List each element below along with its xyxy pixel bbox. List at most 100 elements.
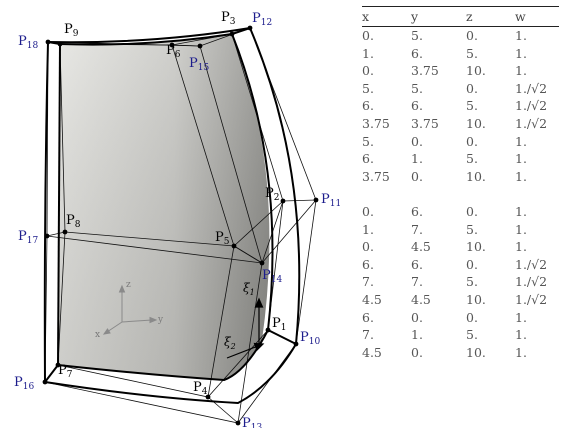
cell-x: 0. [362,239,374,255]
cell-x: 4.5 [362,291,382,307]
table-row: 1.7.5.1. [362,221,559,239]
point-dot-p16 [42,379,48,385]
point-dot-p13 [235,420,241,426]
table-row: 6.1.5.1. [362,150,559,168]
cell-y: 0. [411,168,423,184]
table-row: 6.6.0.1./√2 [362,256,559,274]
label-p7: P7 [58,363,73,380]
table-row: 7. 1. 5. 1. [362,326,559,344]
cell-y: 0. [411,309,423,325]
label-p6: P6 [166,43,181,60]
cell-w: 1. [515,45,527,61]
cell-x: 7. [362,274,374,290]
cell-x: 6. [362,256,374,272]
cell-y: 5. [411,28,423,43]
cell-y: 4.5 [411,291,431,307]
cell-y: 3.75 [411,115,439,131]
volume-edges [43,27,301,405]
label-p14: P14 [262,268,282,285]
table-row: 5. 0. 0. 1. [362,133,559,151]
cell-x: 1. [362,45,374,61]
cell-x: 5. [362,133,374,149]
table-row: 6.6.5.1./√2 [362,97,559,115]
cell-z: 0. [466,256,478,272]
point-dot-p14 [259,260,265,266]
cell-w: 1. [515,203,527,219]
cell-w: 1./√2 [515,291,548,307]
point-dot-p2 [280,198,286,204]
cell-y: 4.5 [411,239,431,255]
cell-x: 6. [362,309,374,325]
point-dot-p12 [247,25,253,31]
point-dot-p6 [169,42,175,48]
cell-x: 7. [362,327,374,343]
cell-z: 0. [466,28,478,43]
axis-label-y: y [157,315,164,325]
cell-z: 0. [466,309,478,325]
cell-x: 3.75 [362,168,390,184]
cell-z: 0. [466,80,478,96]
table-row: 6. 0. 0. 1. [362,309,559,327]
cell-w: 1. [515,28,527,43]
control-point-dots [42,25,319,426]
label-p11: P11 [321,192,341,209]
cell-y: 3.75 [411,63,439,79]
cell-w: 1./√2 [515,274,548,290]
label-p17: P17 [18,229,38,246]
cell-y: 6. [411,45,423,61]
point-dot-p10 [293,341,299,347]
cell-z: 10. [466,239,486,255]
label-p5: P5 [215,230,230,247]
label-p4: P4 [193,380,208,397]
cell-w: 1./√2 [515,98,548,114]
axis-label-z: z [126,280,131,290]
point-dot-p18 [45,39,51,45]
axis-label-x: x [95,330,100,340]
cell-y: 7. [411,274,423,290]
label-p18: P18 [18,34,38,51]
cell-y: 0. [411,344,423,360]
cell-y: 1. [411,327,423,343]
table-row: 5.5.0.1./√2 [362,80,559,98]
cell-y: 1. [411,151,423,167]
table-row: 4.5 4.5 10. 1./√2 [362,291,559,309]
cell-z: 10. [466,344,486,360]
cell-x: 6. [362,98,374,114]
cell-w: 1. [515,133,527,149]
table-row: 0. 5. 0. 1. [362,27,559,45]
point-dot-p15 [197,43,203,49]
cell-x: 0. [362,28,374,43]
cell-z: 5. [466,327,478,343]
cell-x: 4.5 [362,344,382,360]
cell-z: 5. [466,98,478,114]
cell-w: 1. [515,327,527,343]
cell-w: 1. [515,221,527,237]
cell-x: 0. [362,203,374,219]
label-p12: P12 [252,11,272,28]
cell-z: 5. [466,45,478,61]
cell-z: 5. [466,151,478,167]
point-dot-p9 [57,41,63,47]
point-dot-p7 [55,362,61,368]
point-dot-p11 [313,197,319,203]
cell-y: 6. [411,203,423,219]
cell-z: 10. [466,291,486,307]
cell-y: 0. [411,133,423,149]
cell-w: 1. [515,168,527,184]
cell-z: 0. [466,133,478,149]
table-spacer-row [362,185,559,203]
cell-w: 1. [515,151,527,167]
inner-surface-shade [58,34,270,380]
cell-w: 1. [515,309,527,325]
table-row: 7. 7. 5. 1./√2 [362,273,559,291]
header-z: z [466,6,515,27]
cell-z: 5. [466,274,478,290]
table-row: 1. 6. 5. 1. [362,45,559,63]
cell-y: 6. [411,256,423,272]
